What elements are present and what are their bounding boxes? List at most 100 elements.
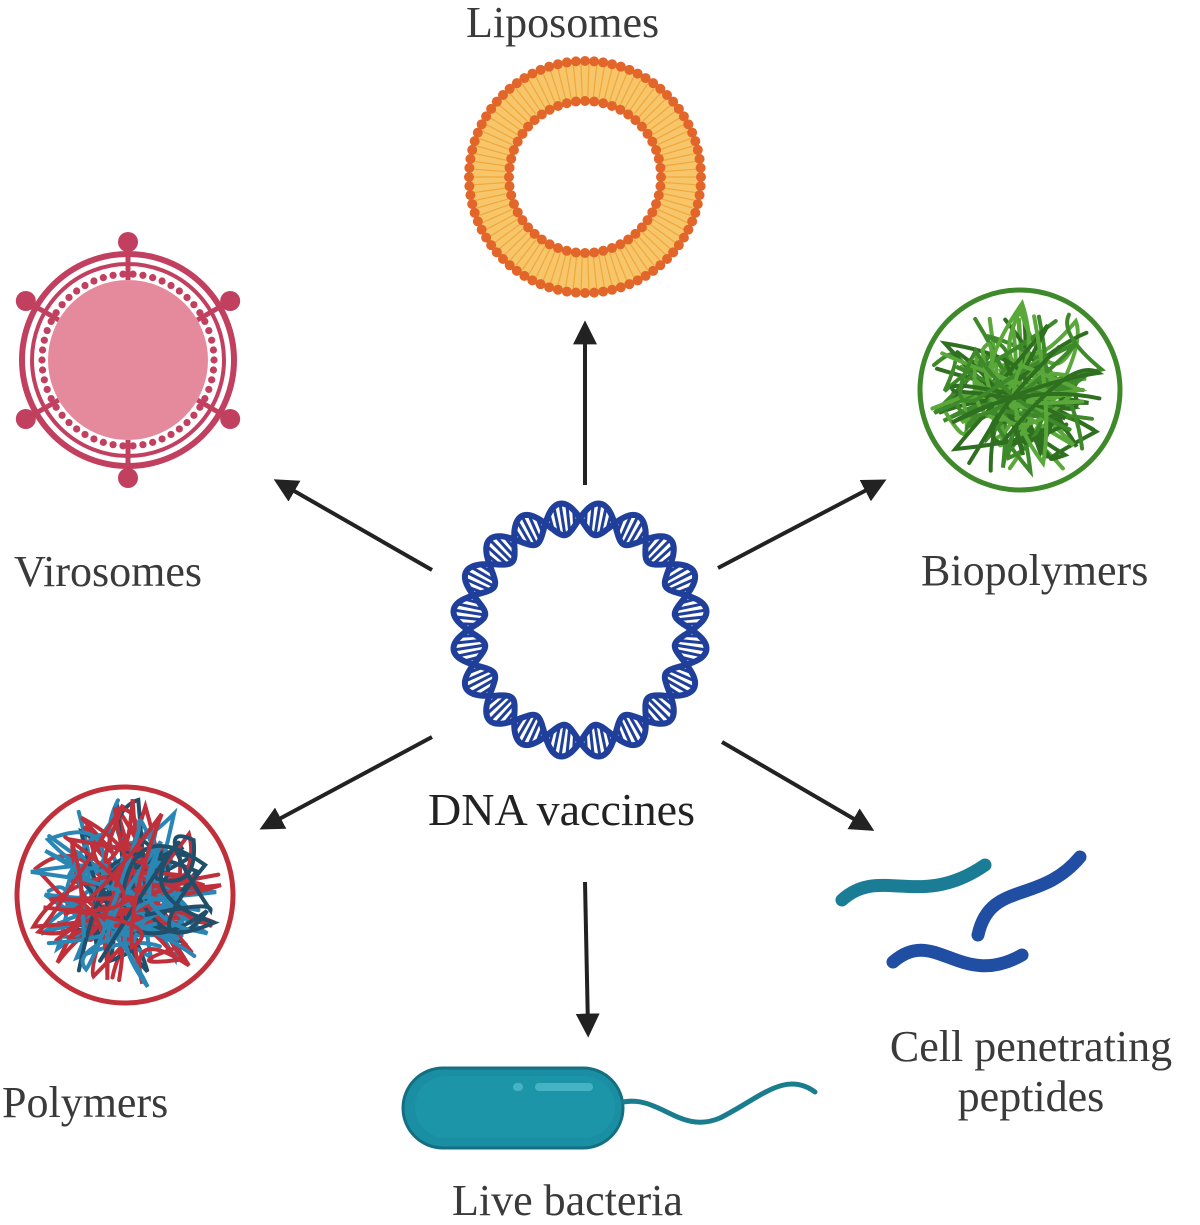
lipid-head	[580, 96, 590, 106]
lipid-head	[598, 57, 609, 68]
base-pair	[454, 615, 483, 622]
base-pair	[515, 714, 533, 740]
lipid-head	[690, 136, 701, 147]
base-pair	[669, 668, 696, 683]
lipid-head	[464, 181, 475, 192]
lipid-head	[615, 282, 626, 293]
lipid-tail	[489, 117, 518, 136]
lipid-head	[687, 127, 698, 138]
base-pair	[675, 602, 704, 612]
lipid-tail	[549, 252, 561, 284]
base-pair	[664, 570, 695, 588]
lipid-tail	[482, 130, 513, 146]
lipid-head	[472, 127, 483, 138]
base-pair	[552, 725, 562, 754]
lipid-tail	[473, 181, 506, 186]
lipid-tail	[521, 242, 541, 271]
lipid-tail	[572, 256, 578, 289]
lipid-head	[535, 279, 546, 290]
lipid-head	[598, 98, 609, 109]
lipid-head	[662, 254, 673, 265]
lipid-head	[529, 115, 540, 126]
lipid-head	[636, 222, 647, 233]
lipid-head	[640, 73, 651, 84]
lipid-tail	[655, 214, 685, 231]
lipid-tail	[494, 223, 521, 244]
lipid-head	[536, 234, 547, 245]
base-pair	[552, 506, 562, 535]
base-pair	[651, 694, 675, 716]
lipid-tail	[528, 245, 546, 275]
lipid-tail	[624, 245, 642, 275]
lipid-head	[589, 247, 600, 258]
base-pair	[465, 570, 496, 588]
lipid-head	[580, 248, 590, 258]
lipid-head	[506, 190, 517, 201]
lipid-head	[464, 172, 474, 182]
lipid-tail	[474, 187, 506, 194]
lipid-tail	[633, 88, 655, 115]
lipid-head	[598, 245, 609, 256]
lipid-head	[544, 282, 555, 293]
lipid-tail	[482, 208, 513, 224]
lipid-head	[469, 136, 480, 147]
lipid-tail	[535, 76, 551, 106]
spike	[15, 409, 36, 429]
lipid-head	[655, 162, 666, 173]
node-label-peptides-line-2: peptides	[957, 1072, 1105, 1122]
lipid-head	[511, 78, 522, 89]
arrow-to-biopolymers	[717, 479, 887, 570]
lipid-head	[642, 215, 653, 226]
base-pair	[674, 608, 707, 617]
lipid-head	[692, 144, 703, 155]
lipid-tail	[655, 123, 685, 140]
spike	[220, 291, 241, 311]
lipid-head	[552, 284, 563, 295]
lipid-tail	[645, 104, 672, 127]
lipid-tail	[598, 66, 606, 99]
base-pair	[527, 514, 542, 541]
lipid-head	[464, 162, 475, 173]
lipid-tail	[515, 88, 537, 115]
lipid-head	[544, 104, 555, 115]
lipid-head	[624, 279, 635, 290]
lipid-head	[651, 198, 662, 209]
lipid-tail	[642, 98, 666, 122]
lipid-head	[570, 56, 581, 67]
lipid-head	[630, 228, 641, 239]
lipid-head	[687, 216, 698, 227]
lipid-head	[640, 270, 651, 281]
base-pair	[588, 504, 595, 533]
polymer-strand	[98, 840, 220, 963]
lipid-tail	[504, 232, 528, 256]
base-pair	[527, 719, 542, 746]
base-pair	[558, 724, 567, 757]
lipid-head	[552, 59, 563, 70]
base-pair	[618, 514, 633, 541]
base-pair	[565, 504, 572, 533]
lipid-head	[535, 64, 546, 75]
base-pair	[453, 608, 486, 617]
lipid-tail	[664, 168, 697, 173]
polymer-strand	[932, 333, 1085, 451]
base-pair	[588, 727, 595, 756]
lipid-tail	[661, 145, 693, 156]
lipid-head	[678, 111, 689, 122]
lipid-head	[647, 207, 658, 218]
node-label-polymers: Polymers	[2, 1078, 169, 1127]
base-pair	[651, 544, 675, 566]
lipid-head	[508, 145, 519, 156]
lipid-head	[656, 172, 666, 182]
lipid-tail	[557, 68, 567, 100]
lipid-tail	[649, 223, 676, 244]
lipid-tail	[580, 256, 583, 289]
lipid-head	[653, 153, 664, 164]
lipid-head	[696, 172, 706, 182]
lipid-tail	[649, 110, 676, 131]
lipid-head	[476, 224, 487, 235]
lipid-tail	[509, 93, 532, 118]
lipid-tail	[603, 254, 613, 286]
base-pair	[456, 648, 485, 658]
lipid-tail	[521, 83, 541, 112]
